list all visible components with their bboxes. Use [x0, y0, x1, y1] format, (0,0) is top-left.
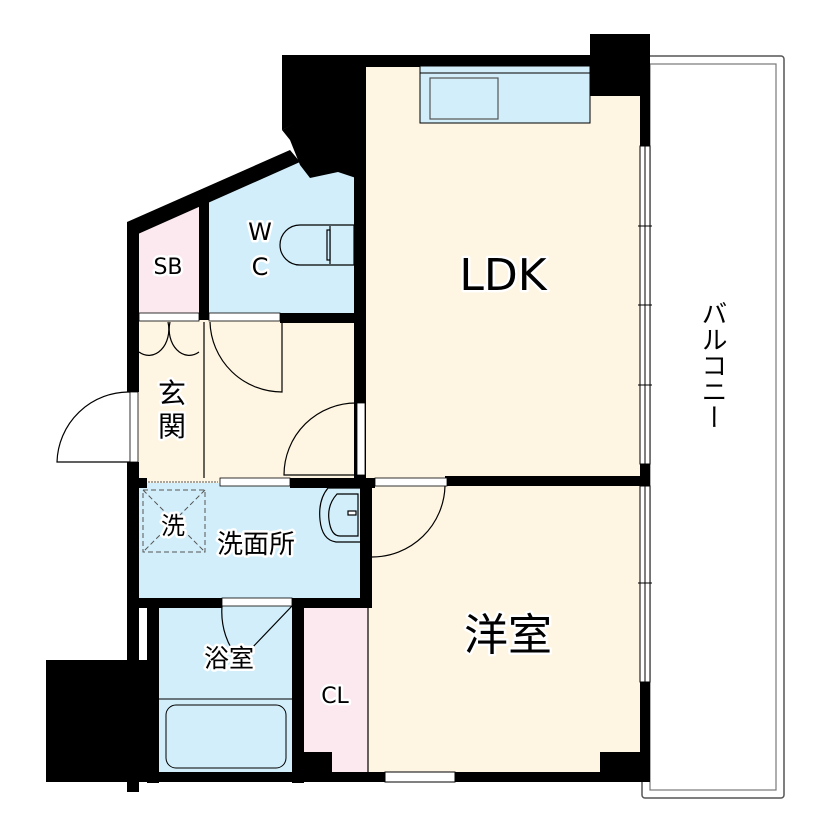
entrance-door-icon	[56, 391, 131, 463]
bathtub-icon	[158, 698, 292, 769]
balcony-label: バルコニー	[697, 300, 727, 430]
sb-floor	[135, 200, 200, 318]
ldk-label: LDK	[459, 250, 547, 301]
bathroom-label: 浴室	[204, 644, 254, 673]
wc-door-icon	[209, 321, 283, 393]
washer-label: 洗	[161, 512, 185, 540]
door-swings	[56, 321, 446, 773]
windows	[384, 145, 652, 783]
entrance-label-2: 関	[158, 410, 186, 443]
closet-floor	[302, 605, 368, 773]
western-room-floor	[368, 480, 643, 775]
ldk-floor	[363, 62, 643, 482]
western-room-label: 洋室	[464, 610, 552, 661]
washing-machine-icon	[142, 481, 218, 553]
wc-label-c: C	[252, 253, 269, 281]
washbasin-icon	[319, 487, 360, 543]
walls	[46, 34, 650, 792]
closet-label: CL	[321, 684, 349, 709]
kitchen-counter-icon	[419, 65, 591, 124]
ldk-door-icon	[283, 402, 358, 476]
toilet-icon	[279, 224, 355, 266]
door-openings	[129, 312, 448, 607]
western-room-door-icon	[371, 485, 446, 558]
entrance-label-1: 玄	[158, 377, 186, 410]
wc-label-w: W	[248, 218, 272, 246]
washroom-label: 洗面所	[217, 530, 295, 560]
sb-label: SB	[153, 255, 182, 280]
